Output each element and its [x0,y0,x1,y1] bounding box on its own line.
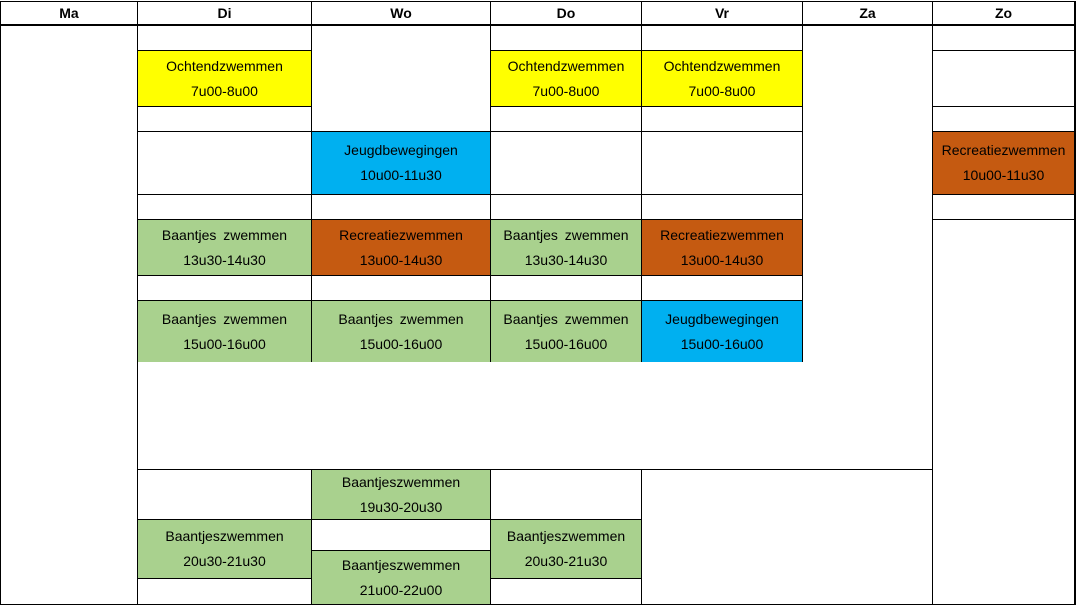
empty-slot [137,25,312,51]
session-title: Baantjeszwemmen [341,473,461,490]
session-block-ochtendzwemmen: Ochtendzwemmen 7u00-8u00 [137,50,312,107]
day-header-ma: Ma [0,1,138,25]
session-block-baantjeszwemmen: Baantjeszwemmen 20u30-21u30 [137,519,312,579]
session-title: Ochtendzwemmen [663,57,781,74]
session-time: 13u30-14u30 [524,251,608,268]
session-block-jeugdbewegingen: Jeugdbewegingen 10u00-11u30 [311,131,491,195]
session-block-baantjes-zwemmen: Baantjes zwemmen 13u30-14u30 [137,219,312,276]
session-time: 20u30-21u30 [183,553,266,569]
session-block-baantjeszwemmen: Baantjeszwemmen 19u30-20u30 [311,469,491,520]
session-title: Baantjes zwemmen [503,226,629,243]
empty-slot [311,194,491,220]
empty-slot [137,131,312,195]
empty-slot [137,194,312,220]
session-title: Recreatiezwemmen [660,226,784,243]
session-block-ochtendzwemmen: Ochtendzwemmen 7u00-8u00 [490,50,642,107]
empty-slot [932,106,1075,132]
empty-slot [137,106,312,132]
session-block-recreatiezwemmen: Recreatiezwemmen 10u00-11u30 [932,131,1075,195]
session-time: 13u30-14u30 [183,251,266,268]
session-block-baantjes-zwemmen: Baantjes zwemmen 15u00-16u00 [137,300,312,363]
session-time: 15u00-16u00 [524,335,608,352]
session-block-baantjeszwemmen: Baantjeszwemmen 21u00-22u00 [311,550,491,605]
session-title: Baantjeszwemmen [341,556,461,573]
column-ma-empty [0,25,138,605]
session-time: 10u00-11u30 [360,167,442,183]
session-title: Recreatiezwemmen [941,142,1066,158]
session-block-jeugdbewegingen: Jeugdbewegingen 15u00-16u00 [641,300,803,363]
empty-slot-vr-za-evening [641,469,933,605]
session-time: 13u00-14u30 [359,251,443,268]
session-title: Baantjeszwemmen [506,528,626,544]
session-time: 10u00-11u30 [962,167,1045,183]
session-time: 19u30-20u30 [359,498,443,515]
day-header-wo: Wo [311,1,491,25]
session-title: Jeugdbewegingen [344,142,458,158]
session-time: 7u00-8u00 [688,82,756,99]
empty-slot [490,469,642,520]
session-title: Jeugdbewegingen [665,310,779,327]
session-block-baantjeszwemmen: Baantjeszwemmen 20u30-21u30 [490,519,642,579]
session-time: 13u00-14u30 [680,251,764,268]
session-title: Recreatiezwemmen [339,226,463,243]
session-title: Baantjes zwemmen [503,310,629,327]
session-block-baantjes-zwemmen: Baantjes zwemmen 13u30-14u30 [490,219,642,276]
empty-slot [932,194,1075,220]
empty-slot [932,50,1075,107]
empty-slot [137,469,312,520]
session-block-recreatiezwemmen: Recreatiezwemmen 13u00-14u30 [641,219,803,276]
session-time: 20u30-21u30 [524,553,608,569]
session-time: 7u00-8u00 [191,82,258,99]
session-time: 15u00-16u00 [359,335,443,352]
session-block-recreatiezwemmen: Recreatiezwemmen 13u00-14u30 [311,219,491,276]
session-time: 15u00-16u00 [183,335,266,352]
session-title: Baantjeszwemmen [165,528,284,544]
empty-slot [641,131,803,195]
session-title: Baantjes zwemmen [338,310,464,327]
session-time: 15u00-16u00 [680,335,764,352]
empty-slot [641,275,803,301]
session-title: Ochtendzwemmen [166,57,283,74]
session-time: 7u00-8u00 [532,82,600,99]
column-za-upper [802,25,933,363]
empty-slot-evening-gap [137,362,933,470]
day-header-di: Di [137,1,312,25]
session-title: Baantjes zwemmen [161,310,288,327]
session-title: Ochtendzwemmen [507,57,625,74]
session-title: Baantjes zwemmen [161,226,288,243]
session-block-ochtendzwemmen: Ochtendzwemmen 7u00-8u00 [641,50,803,107]
day-header-vr: Vr [641,1,803,25]
session-block-baantjes-zwemmen: Baantjes zwemmen 15u00-16u00 [490,300,642,363]
session-time: 21u00-22u00 [359,581,443,598]
empty-slot [490,106,642,132]
